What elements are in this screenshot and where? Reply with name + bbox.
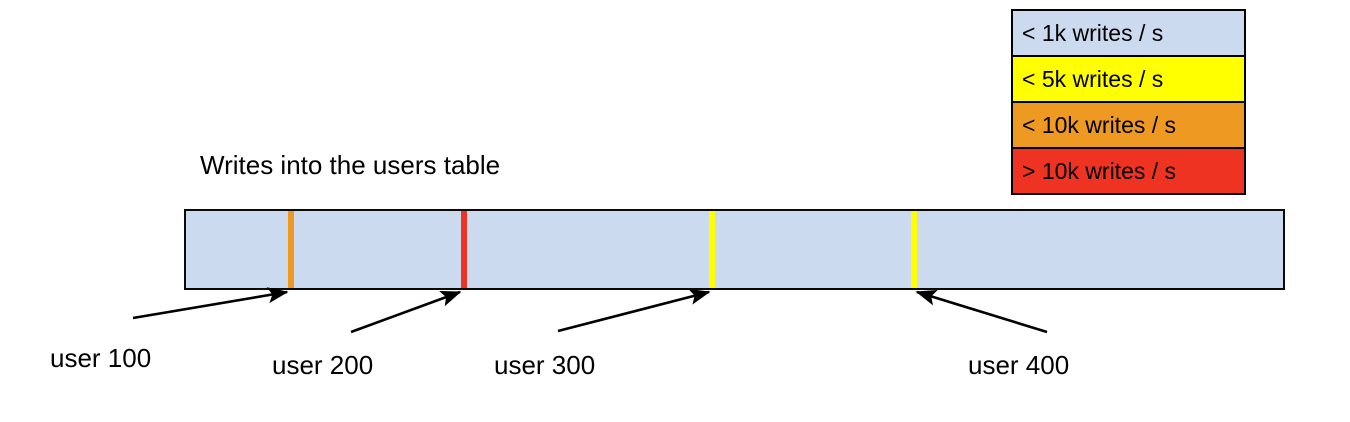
- arrow-user-100: [132, 287, 289, 320]
- legend-label-0: < 1k writes / s: [1022, 19, 1164, 46]
- annotation-label-user-100: user 100: [50, 343, 152, 373]
- hot-row-stripe-user-100: [288, 211, 294, 288]
- hot-row-stripe-user-400: [911, 211, 917, 288]
- legend-row-1: < 5k writes / s: [1013, 57, 1244, 103]
- writes-band: [184, 209, 1285, 290]
- arrow-user-300: [557, 289, 711, 333]
- annotation-label-user-400: user 400: [968, 350, 1070, 380]
- legend-label-2: < 10k writes / s: [1022, 111, 1177, 138]
- legend-label-3: > 10k writes / s: [1022, 157, 1177, 184]
- hot-row-stripe-user-200: [461, 211, 467, 288]
- legend-row-0: < 1k writes / s: [1013, 11, 1244, 57]
- legend-row-3: > 10k writes / s: [1013, 149, 1244, 193]
- legend-row-2: < 10k writes / s: [1013, 103, 1244, 149]
- annotation-label-user-200: user 200: [272, 350, 374, 380]
- annotation-label-user-300: user 300: [494, 350, 596, 380]
- arrow-user-200: [350, 290, 462, 334]
- legend-label-1: < 5k writes / s: [1022, 65, 1164, 92]
- hot-row-stripe-user-300: [709, 211, 715, 288]
- arrow-user-400: [915, 289, 1048, 334]
- legend: < 1k writes / s < 5k writes / s < 10k wr…: [1011, 9, 1246, 195]
- chart-title: Writes into the users table: [200, 150, 501, 180]
